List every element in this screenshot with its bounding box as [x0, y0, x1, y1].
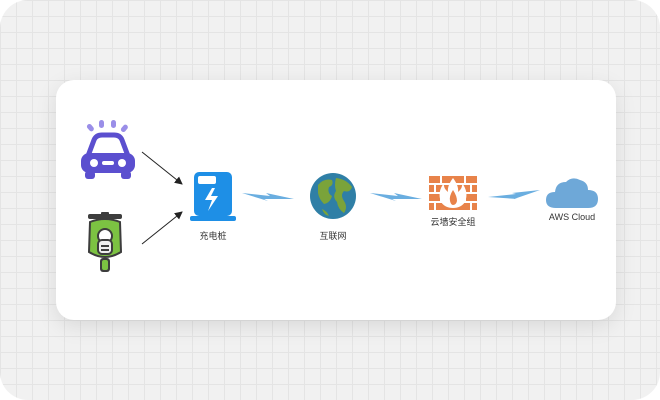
aws-cloud-label: AWS Cloud: [548, 212, 596, 222]
charging-pile-icon: [190, 172, 236, 221]
scooter-to-charger-arrow: [141, 211, 183, 245]
firewall-label: 云墙安全组: [430, 217, 476, 227]
network-diagram: [81, 120, 598, 272]
internet-to-firewall-link: [370, 193, 422, 201]
car-icon: [81, 120, 135, 179]
car-to-charger-arrow: [141, 151, 183, 185]
aws-cloud-icon: [546, 178, 598, 208]
internet-label: 互联网: [319, 231, 347, 241]
internet-globe-icon: [310, 173, 356, 219]
firewall-icon: [429, 176, 477, 210]
diagram-card: 充电桩 互联网 云墙安全组 AWS Cloud: [56, 80, 616, 320]
scooter-icon: [87, 212, 123, 272]
charger-to-internet-link: [242, 193, 294, 201]
firewall-to-aws-link: [488, 190, 540, 199]
charging-pile-label: 充电桩: [199, 231, 227, 241]
